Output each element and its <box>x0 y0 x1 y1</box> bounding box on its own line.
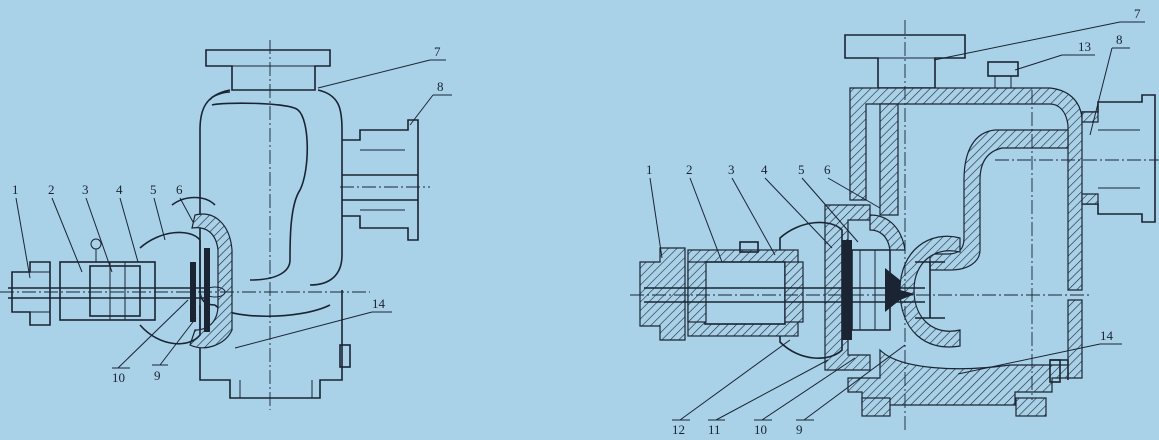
left-callout-5: 5 <box>150 182 157 197</box>
right-callout-8: 8 <box>1116 32 1123 47</box>
right-callout-14: 14 <box>1100 328 1114 343</box>
left-callout-14: 14 <box>372 296 386 311</box>
right-callout-2: 2 <box>686 162 693 177</box>
right-callout-6: 6 <box>824 162 831 177</box>
left-callouts: 1 2 3 4 5 6 7 8 10 9 14 <box>12 44 452 385</box>
left-callout-2: 2 <box>48 182 55 197</box>
left-callout-7: 7 <box>434 44 441 59</box>
left-callout-1: 1 <box>12 182 19 197</box>
left-callout-3: 3 <box>82 182 89 197</box>
right-callout-4: 4 <box>761 162 768 177</box>
left-callout-8: 8 <box>437 79 444 94</box>
right-callout-7: 7 <box>1134 6 1141 21</box>
right-pump-drawing <box>630 20 1159 430</box>
right-callout-10: 10 <box>754 422 767 435</box>
left-callout-10: 10 <box>112 370 125 385</box>
right-callout-13: 13 <box>1078 39 1091 54</box>
left-callout-9: 9 <box>154 368 161 383</box>
right-callout-9: 9 <box>796 422 803 435</box>
right-callout-12: 12 <box>672 422 685 435</box>
left-callout-4: 4 <box>116 182 123 197</box>
right-callouts: 7 13 8 1 2 3 4 5 6 14 12 11 10 9 <box>646 6 1145 437</box>
left-callout-6: 6 <box>176 182 183 197</box>
right-callout-11: 11 <box>708 422 721 435</box>
right-callout-1: 1 <box>646 162 653 177</box>
right-callout-3: 3 <box>728 162 735 177</box>
left-pump-drawing <box>0 40 430 410</box>
right-callout-5: 5 <box>798 162 805 177</box>
